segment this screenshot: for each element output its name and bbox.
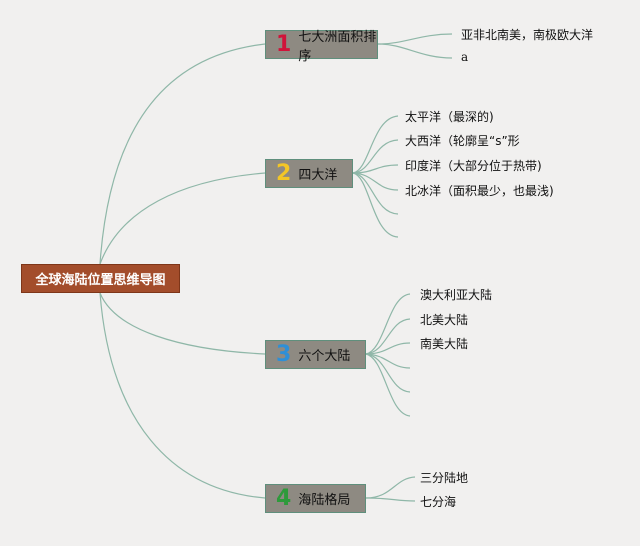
link-b2-leaf-3 <box>352 164 399 174</box>
leaf-node[interactable]: 澳大利亚大陆 <box>420 288 493 302</box>
link-b3-leaf-5 <box>365 353 411 393</box>
branch-number-1: 1 <box>276 31 292 57</box>
link-b3-leaf-3 <box>365 342 411 355</box>
root-label: 全球海陆位置思维导图 <box>35 273 166 288</box>
link-root-branch-3 <box>99 292 266 355</box>
link-root-branch-4 <box>99 292 266 499</box>
leaf-node[interactable]: 印度洋（大部分位于热带) <box>405 159 542 173</box>
leaf-node[interactable]: 大西洋（轮廓呈“s”形 <box>405 134 520 148</box>
branch-node-1[interactable]: 1 七大洲面积排序 <box>265 30 378 64</box>
leaf-node[interactable]: 太平洋（最深的) <box>405 110 494 124</box>
link-b2-leaf-2 <box>352 139 399 174</box>
branch-node-4[interactable]: 4 海陆格局 <box>265 484 366 513</box>
link-b2-leaf-5 <box>352 172 399 215</box>
leaf-node[interactable]: 三分陆地 <box>420 471 469 485</box>
link-b2-leaf-1 <box>352 115 399 174</box>
leaf-node[interactable]: 七分海 <box>420 495 457 509</box>
leaf-node[interactable]: 南美大陆 <box>420 337 469 351</box>
branch-label-4: 海陆格局 <box>298 493 351 508</box>
branch-number-2: 2 <box>276 160 292 186</box>
link-b3-leaf-6 <box>365 353 411 417</box>
link-b2-leaf-6 <box>352 172 399 238</box>
leaf-node[interactable]: 北冰洋（面积最少，也最浅) <box>405 184 554 198</box>
leaf-node[interactable]: a <box>461 50 469 64</box>
link-b4-leaf-1 <box>365 476 416 499</box>
root-node[interactable]: 全球海陆位置思维导图 <box>21 264 180 293</box>
link-root-branch-1 <box>99 43 266 265</box>
link-root-branch-2 <box>99 172 266 265</box>
link-b2-leaf-4 <box>352 172 399 191</box>
branch-label-1: 七大洲面积排序 <box>298 29 377 64</box>
link-b3-leaf-1 <box>365 293 411 355</box>
link-b1-leaf-1 <box>377 33 453 45</box>
branch-label-3: 六个大陆 <box>298 349 351 364</box>
branch-node-2[interactable]: 2 四大洋 <box>265 159 353 188</box>
branch-number-3: 3 <box>276 341 292 367</box>
link-b4-leaf-2 <box>365 497 416 502</box>
link-b1-leaf-2 <box>377 43 453 59</box>
leaf-node[interactable]: 北美大陆 <box>420 313 469 327</box>
branch-node-3[interactable]: 3 六个大陆 <box>265 340 366 369</box>
link-b3-leaf-2 <box>365 318 411 355</box>
leaf-node[interactable]: 亚非北南美，南极欧大洋 <box>461 28 594 42</box>
branch-label-2: 四大洋 <box>298 168 338 183</box>
branch-number-4: 4 <box>276 485 292 511</box>
